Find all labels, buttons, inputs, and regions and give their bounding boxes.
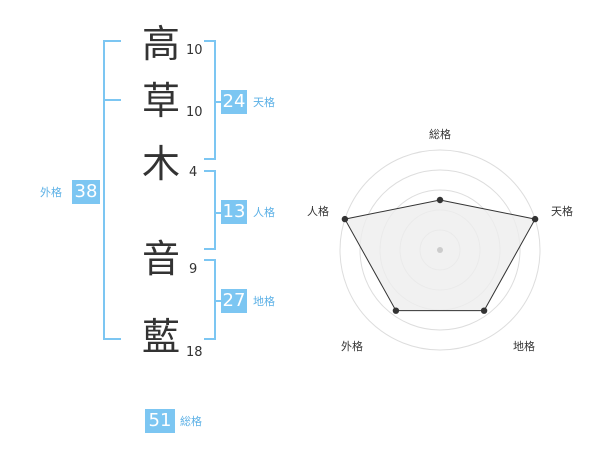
tenkaku-label: 天格 — [253, 96, 275, 109]
soukaku-label: 総格 — [180, 415, 202, 428]
radar-axis-label: 総格 — [429, 127, 451, 141]
radar-axis-label: 外格 — [341, 339, 363, 353]
tenkaku-score: 24 — [221, 90, 247, 114]
gaikaku-label: 外格 — [40, 186, 62, 199]
tenkaku-bracket — [204, 40, 216, 160]
stroke-count-3: 4 — [189, 165, 198, 180]
jinkaku-connector — [215, 212, 221, 214]
chikaku-label: 地格 — [253, 295, 275, 308]
name-char-2: 草 — [142, 79, 181, 123]
stroke-count-4: 9 — [189, 262, 198, 277]
chikaku-bracket — [204, 259, 216, 340]
jinkaku-score: 13 — [221, 200, 247, 224]
radar-axis-label: 天格 — [551, 204, 573, 218]
radar-axis-label: 地格 — [513, 339, 535, 353]
chikaku-connector — [215, 300, 221, 302]
name-char-1: 高 — [142, 22, 181, 66]
radar-point — [480, 307, 488, 314]
stroke-count-1: 10 — [186, 43, 203, 58]
radar-center-dot — [437, 247, 443, 253]
radar-point — [341, 215, 349, 223]
name-char-5: 藍 — [142, 315, 181, 359]
name-char-4: 音 — [142, 237, 181, 281]
radar-ring — [359, 169, 521, 331]
radar-point — [531, 215, 539, 223]
stroke-count-5: 18 — [186, 345, 203, 360]
gaikaku-score: 38 — [72, 180, 100, 204]
jinkaku-bracket — [204, 170, 216, 250]
gaikaku-bracket-tick — [103, 99, 121, 101]
radar-point — [392, 307, 400, 314]
radar-polygon — [344, 199, 536, 312]
soukaku-score: 51 — [145, 409, 175, 433]
chikaku-score: 27 — [221, 289, 247, 313]
radar-axis-label: 人格 — [307, 204, 329, 218]
jinkaku-label: 人格 — [253, 206, 275, 219]
radar-ring — [339, 149, 541, 351]
stroke-count-2: 10 — [186, 105, 203, 120]
gaikaku-bracket — [103, 40, 121, 340]
radar-point — [436, 196, 444, 204]
name-char-3: 木 — [142, 142, 181, 186]
tenkaku-connector — [215, 101, 221, 103]
